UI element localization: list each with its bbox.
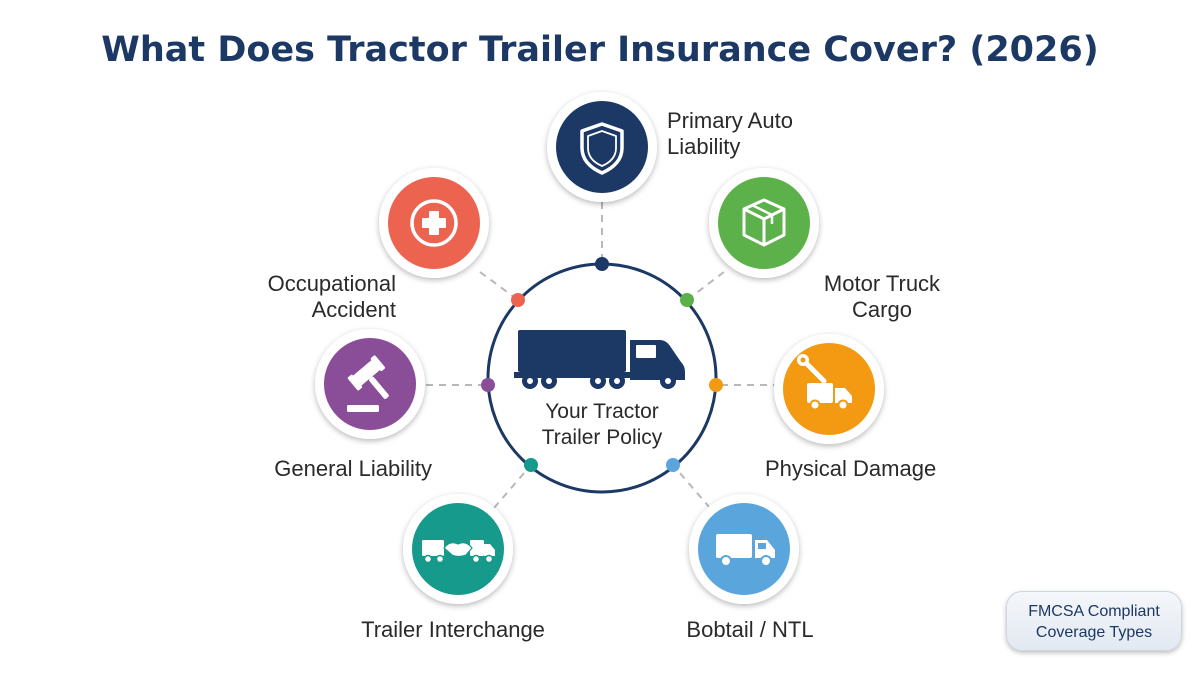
label-line: Accident (311, 297, 396, 322)
hub-label-line1: Your Tractor (545, 400, 659, 423)
label-line: Motor Truck (823, 271, 941, 296)
node-primary-auto-liability (547, 92, 657, 202)
box-icon (742, 198, 786, 247)
dot-general-liability (481, 378, 495, 392)
dot-motor-truck-cargo (680, 293, 694, 307)
label-bobtail-ntl: Bobtail / NTL (670, 617, 830, 643)
node-trailer-interchange (403, 494, 513, 604)
label-line: General Liability (274, 456, 432, 481)
label-line: Occupational (267, 271, 396, 296)
shield-icon (580, 122, 624, 175)
label-line: Trailer Interchange (361, 617, 545, 642)
badge-line2: Coverage Types (1035, 624, 1153, 641)
label-trailer-interchange: Trailer Interchange (338, 617, 568, 643)
label-line: Primary Auto (667, 108, 793, 133)
label-line: Cargo (852, 297, 912, 322)
connector-bobtail-ntl (672, 464, 711, 509)
badge-line1: FMCSA Compliant (1028, 603, 1160, 620)
truck-icon (716, 534, 775, 567)
connector-lines (426, 202, 780, 509)
node-physical-damage (774, 334, 884, 444)
dot-trailer-interchange (524, 458, 538, 472)
handshake-truck-icon (422, 540, 495, 564)
node-general-liability (315, 329, 425, 439)
dot-bobtail-ntl (666, 458, 680, 472)
label-general-liability: General Liability (232, 456, 432, 482)
hub-label-line2: Trailer Policy (541, 426, 663, 449)
label-line: Physical Damage (765, 456, 937, 481)
policy-hub (486, 262, 718, 494)
label-physical-damage: Physical Damage (765, 456, 955, 482)
node-motor-truck-cargo (709, 168, 819, 278)
dot-physical-damage (709, 378, 723, 392)
connector-occupational-accident (479, 271, 519, 301)
node-occupational-accident (379, 168, 489, 278)
node-bobtail-ntl (689, 494, 799, 604)
label-line: Bobtail / NTL (686, 617, 814, 642)
label-line: Liability (667, 134, 741, 159)
medical-cross-icon (410, 199, 458, 247)
hub-dots (481, 257, 723, 472)
label-occupational-accident: Occupational Accident (236, 271, 396, 323)
page-title: What Does Tractor Trailer Insurance Cove… (101, 30, 1099, 70)
fmcsa-badge: FMCSA Compliant Coverage Types (1006, 591, 1182, 651)
hub-label: Your Tractor Trailer Policy (502, 399, 702, 451)
wrench-truck-icon (797, 354, 852, 411)
tractor-trailer-icon (514, 330, 685, 389)
label-primary-auto-liability: Primary Auto Liability (667, 108, 793, 160)
label-motor-truck-cargo: Motor Truck Cargo (797, 271, 967, 323)
dot-primary-auto-liability (595, 257, 609, 271)
connector-trailer-interchange (493, 464, 532, 509)
dot-occupational-accident (511, 293, 525, 307)
gavel-icon (347, 355, 389, 412)
